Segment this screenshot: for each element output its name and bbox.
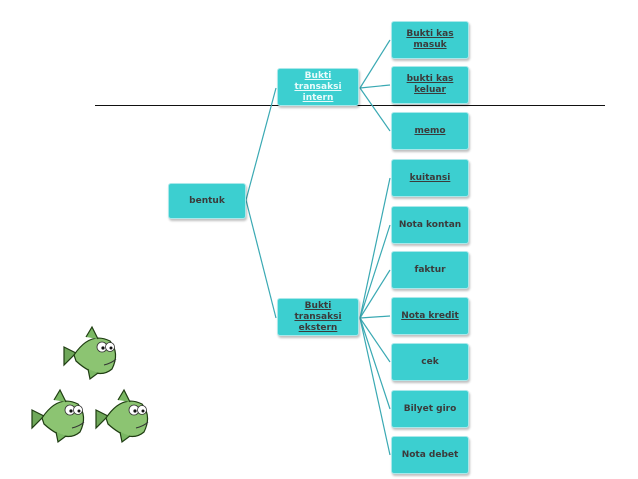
node-root: bentuk <box>168 183 246 219</box>
node-bukti-kas-keluar: bukti kas keluar <box>391 66 469 104</box>
connector-root-intern <box>245 87 277 201</box>
connector-intern-1 <box>359 39 391 89</box>
node-branch-ekstern: Bukti transaksi ekstern <box>277 298 359 336</box>
connector-ekstern-1 <box>359 177 391 319</box>
node-nota-kredit-label: Nota kredit <box>401 310 459 321</box>
fish-icon <box>31 388 85 444</box>
node-nota-debet: Nota debet <box>391 436 469 474</box>
connector-root-ekstern <box>245 199 277 319</box>
node-memo-label: memo <box>414 125 446 136</box>
connector-ekstern-5 <box>359 317 391 363</box>
node-kuitansi: kuitansi <box>391 159 469 197</box>
connector-ekstern-2 <box>359 224 391 319</box>
node-branch-intern: Bukti transaksi intern <box>277 68 359 106</box>
node-branch-intern-label: Bukti transaksi intern <box>294 70 342 103</box>
node-cek: cek <box>391 343 469 381</box>
connector-intern-3 <box>359 87 391 132</box>
node-memo: memo <box>391 112 469 150</box>
node-branch-ekstern-label: Bukti transaksi ekstern <box>294 300 342 333</box>
node-bilyet-giro: Bilyet giro <box>391 390 469 428</box>
connector-ekstern-3 <box>359 269 391 319</box>
fish-icon <box>63 325 117 381</box>
node-nota-kredit: Nota kredit <box>391 297 469 335</box>
node-bukti-kas-masuk-label: Bukti kas masuk <box>406 29 454 50</box>
node-kuitansi-label: kuitansi <box>409 172 451 183</box>
node-bukti-kas-keluar-label: bukti kas keluar <box>406 74 454 95</box>
connector-ekstern-6 <box>359 317 391 410</box>
connector-intern-2 <box>359 84 391 89</box>
connector-ekstern-4 <box>359 315 391 319</box>
node-nota-kontan: Nota kontan <box>391 206 469 244</box>
node-faktur: faktur <box>391 251 469 289</box>
node-bukti-kas-masuk: Bukti kas masuk <box>391 21 469 59</box>
connector-ekstern-7 <box>359 317 391 456</box>
fish-icon <box>95 388 149 444</box>
